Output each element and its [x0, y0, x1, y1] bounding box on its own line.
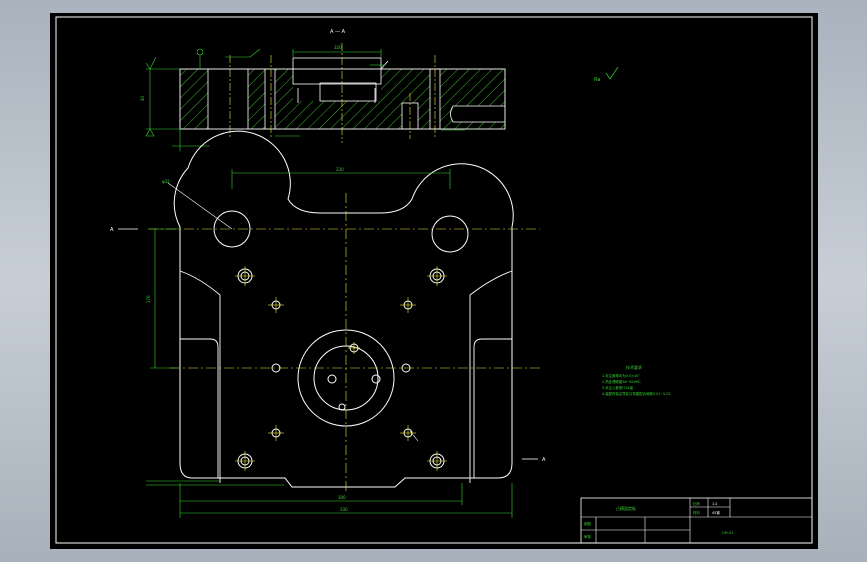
plate-outline — [173, 130, 514, 488]
svg-text:1:2: 1:2 — [712, 502, 717, 506]
svg-text:3.未注公差按IT14级: 3.未注公差按IT14级 — [602, 385, 634, 390]
surface-finish-mark: Ra — [594, 66, 619, 83]
dim-bottom-outer: 330 — [340, 507, 348, 512]
dim-section-width: 320 — [334, 45, 342, 50]
svg-text:45钢: 45钢 — [712, 510, 720, 515]
section-marker-left: A — [110, 227, 114, 233]
drawing-canvas: A — A — [55, 16, 813, 544]
tech-requirements: 技术要求 1.未注倒角均为0.5×45° 2.热处理硬度58~62HRC 3.未… — [602, 364, 671, 396]
dim-hole-dia: φ32 — [162, 179, 170, 184]
svg-text:1.未注倒角均为0.5×45°: 1.未注倒角均为0.5×45° — [602, 373, 640, 378]
svg-text:比例: 比例 — [693, 501, 700, 506]
svg-text:4.装配时保证导柱与导套配合间隙0.01~0.02: 4.装配时保证导柱与导套配合间隙0.01~0.02 — [602, 391, 671, 396]
dim-section-height: 40 — [140, 95, 145, 101]
svg-text:制图: 制图 — [584, 521, 591, 526]
svg-text:2.热处理硬度58~62HRC: 2.热处理硬度58~62HRC — [602, 379, 641, 384]
section-label: A — A — [330, 29, 346, 35]
svg-text:技术要求: 技术要求 — [626, 364, 642, 370]
title-part-name: 凸模固定板 — [616, 505, 636, 511]
svg-text:Ra: Ra — [594, 77, 600, 83]
dim-top-width: 230 — [336, 167, 344, 172]
dim-left-height: 176 — [146, 295, 151, 303]
title-block: 凸模固定板 比例 1:2 材料 45钢 制图 审核 CM-01 — [580, 497, 813, 544]
section-marker-right: A — [542, 457, 546, 463]
title-drawing-no: CM-01 — [722, 531, 733, 535]
cad-drawing-viewport[interactable]: A — A — [50, 13, 818, 549]
svg-text:审核: 审核 — [584, 534, 591, 539]
dim-bottom-inner: 300 — [338, 495, 346, 500]
section-view: A — A — [140, 29, 506, 151]
svg-text:材料: 材料 — [693, 510, 700, 515]
plan-view: A A φ32 230 176 300 330 — [110, 130, 546, 518]
drawing-border — [55, 16, 813, 544]
